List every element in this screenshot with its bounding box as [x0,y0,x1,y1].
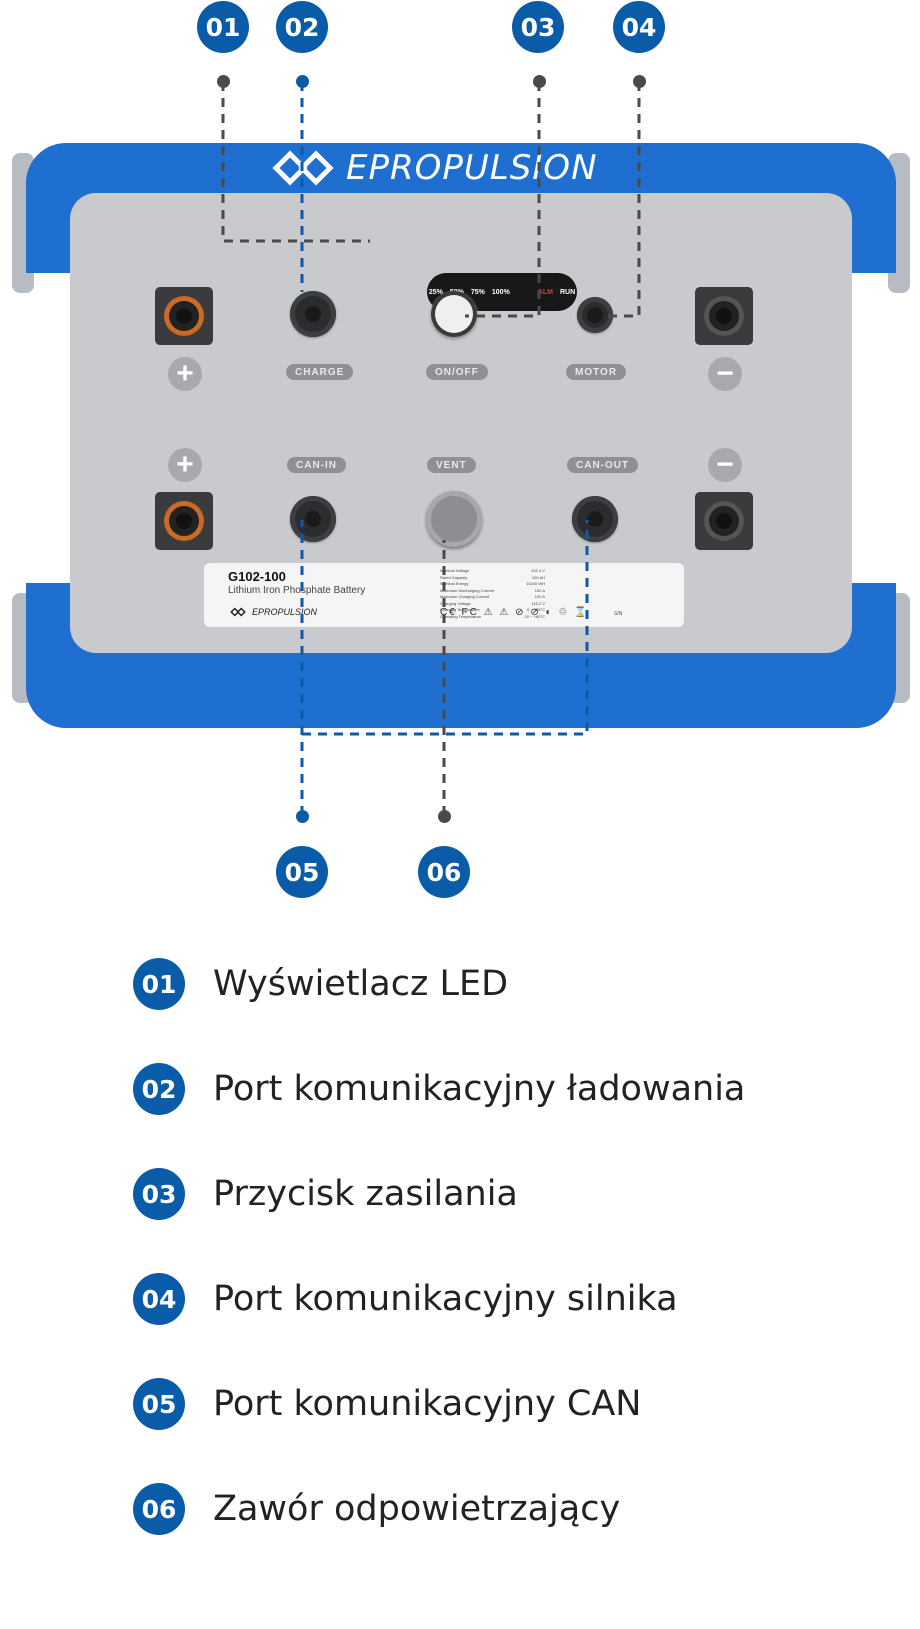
leader-dot-02 [296,75,309,88]
epropulsion-small-logo-icon [230,607,246,617]
label-brand: EPROPULSION [228,607,317,617]
certification-icons: C€ FC ⚠ ⚠ ⊘ ⊘ ◐ ♲ ⌛ [440,607,589,618]
leader-dot-04 [633,75,646,88]
positive-terminal-bottom [155,492,213,550]
legend-badge-04: 04 [133,1273,185,1325]
legend-badge-01: 01 [133,958,185,1010]
leader-dot-03 [533,75,546,88]
legend-badge-02: 02 [133,1063,185,1115]
callout-badge-01: 01 [197,1,249,53]
can-out-label: CAN-OUT [567,457,639,473]
brand-text: EPROPULSION [346,148,598,188]
negative-terminal-bottom [695,492,753,550]
legend-badge-05: 05 [133,1378,185,1430]
callout-badge-05: 05 [276,846,328,898]
legend-item-04: 04 Port komunikacyjny silnika [133,1273,893,1325]
model-number: G102-100 [228,569,286,584]
legend-badge-06: 06 [133,1483,185,1535]
epropulsion-logo-icon [272,150,334,186]
can-out-port [572,496,618,542]
label-brand-text: EPROPULSION [252,607,318,617]
plus-sign-icon: + [168,448,202,482]
product-label: G102-100 Lithium Iron Phosphate Battery … [204,563,684,627]
serial-number-label: S/N [614,611,623,617]
vent-label: VENT [427,457,476,473]
charge-label: CHARGE [286,364,354,380]
callout-badge-03: 03 [512,1,564,53]
legend-item-02: 02 Port komunikacyjny ładowania [133,1063,893,1115]
led-level-75: 75% [470,288,485,296]
led-run: RUN [559,288,576,296]
legend-text-05: Port komunikacyjny CAN [213,1384,642,1424]
leader-dot-06 [438,810,451,823]
legend-text-02: Port komunikacyjny ładowania [213,1069,746,1109]
negative-terminal-top [695,287,753,345]
legend-text-03: Przycisk zasilania [213,1174,518,1214]
motor-label: MOTOR [566,364,627,380]
leader-dot-01 [217,75,230,88]
callout-badge-06: 06 [418,846,470,898]
legend-item-05: 05 Port komunikacyjny CAN [133,1378,893,1430]
legend-text-04: Port komunikacyjny silnika [213,1279,678,1319]
legend-item-06: 06 Zawór odpowietrzający [133,1483,893,1535]
led-level-100: 100% [491,288,510,296]
model-subtitle: Lithium Iron Phosphate Battery [228,585,366,596]
can-in-port [290,496,336,542]
can-in-label: CAN-IN [287,457,346,473]
minus-sign-icon: − [708,448,742,482]
vent-valve [426,491,482,547]
charge-port [290,291,336,337]
brand-header: EPROPULSION [272,143,672,193]
legend-text-01: Wyświetlacz LED [213,964,509,1004]
legend-badge-03: 03 [133,1168,185,1220]
led-alm: ALM [537,288,553,296]
frame-bottom [26,648,896,728]
legend-item-01: 01 Wyświetlacz LED [133,958,893,1010]
motor-port [577,297,613,333]
positive-terminal-top [155,287,213,345]
plus-sign-icon: + [168,357,202,391]
leader-dot-05 [296,810,309,823]
minus-sign-icon: − [708,357,742,391]
power-button [431,291,477,337]
legend-text-06: Zawór odpowietrzający [213,1489,621,1529]
battery-illustration: 25% 50% 75% 100% ALM RUN + − + − CHARGE … [12,143,910,731]
onoff-label: ON/OFF [426,364,488,380]
callout-badge-02: 02 [276,1,328,53]
legend-item-03: 03 Przycisk zasilania [133,1168,893,1220]
callout-badge-04: 04 [613,1,665,53]
led-level-25: 25% [428,288,443,296]
